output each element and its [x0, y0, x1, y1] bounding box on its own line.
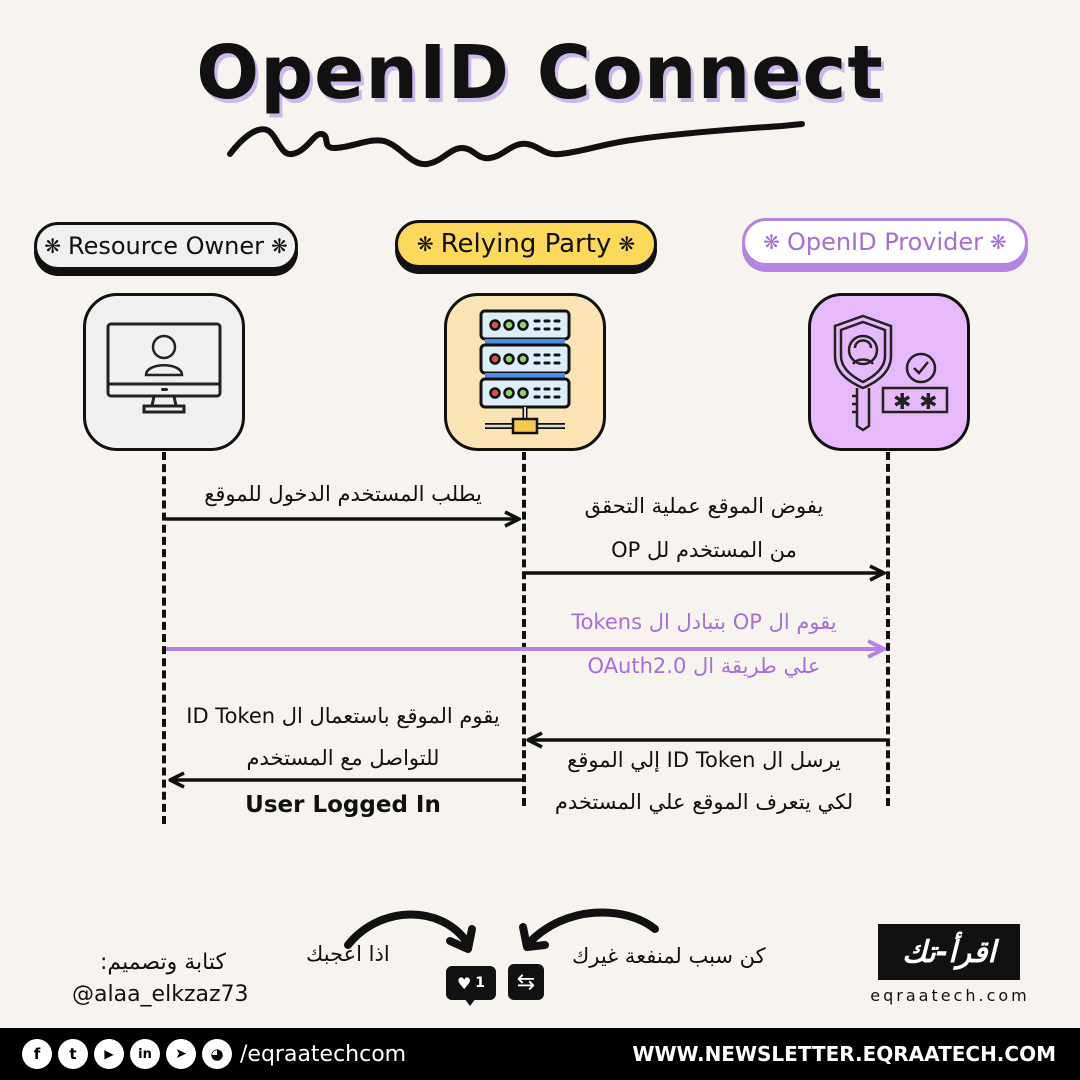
curved-arrow-right-icon [344, 910, 476, 953]
curved-arrow-left-icon [519, 908, 659, 951]
message-2-line-2: من المستخدم لل OP [611, 538, 797, 562]
actor-node-relying-party [444, 293, 606, 451]
twitter-icon[interactable]: t [58, 1039, 88, 1069]
like-count: 1 [475, 975, 486, 991]
social-handle[interactable]: /eqraatechcom [240, 1041, 407, 1067]
heart-icon: ♥ [456, 973, 472, 993]
actor-pill-resource-owner: ❋ Resource Owner ❋ [34, 222, 298, 270]
computer-user-icon [106, 322, 222, 414]
message-5-line-1: يقوم الموقع باستعمال ال ID Token [186, 704, 500, 728]
message-1-label: يطلب المستخدم الدخول للموقع [204, 482, 482, 506]
user-logged-in-label: User Logged In [245, 792, 441, 818]
svg-text:✱ ✱: ✱ ✱ [893, 390, 938, 415]
actor-label: Relying Party [440, 229, 612, 259]
linkedin-icon[interactable]: in [130, 1039, 160, 1069]
github-icon[interactable]: ◕ [202, 1039, 232, 1069]
lifeline-relying-party [522, 452, 526, 806]
repost-button[interactable]: ⇆ [508, 964, 544, 1000]
star-icon: ❋ [763, 230, 780, 254]
star-icon: ❋ [271, 234, 288, 258]
star-icon: ❋ [416, 232, 434, 256]
eqraatech-logo: اقرأ-تك [878, 924, 1020, 980]
lifeline-resource-owner [162, 452, 166, 824]
repost-icon: ⇆ [516, 969, 536, 995]
message-2-line-1: يفوض الموقع عملية التحقق [584, 494, 824, 518]
star-icon: ❋ [44, 234, 61, 258]
message-4-line-2: لكي يتعرف الموقع علي المستخدم [554, 790, 854, 814]
actor-label: OpenID Provider [786, 228, 984, 256]
message-3-line-2: علي طريقة ال OAuth2.0 [587, 654, 821, 678]
actor-pill-openid-provider: ❋ OpenID Provider ❋ [742, 218, 1028, 266]
page-title: OpenID Connect [196, 30, 884, 116]
youtube-icon[interactable]: ▶ [94, 1039, 124, 1069]
actor-pill-relying-party: ❋ Relying Party ❋ [395, 220, 657, 268]
actor-node-resource-owner [83, 293, 245, 451]
social-icons: f t ▶ in ➤ ◕ [22, 1039, 232, 1069]
like-button[interactable]: ♥ 1 [446, 966, 496, 1000]
title-underline-squiggle [227, 121, 805, 168]
telegram-icon[interactable]: ➤ [166, 1039, 196, 1069]
credit-label: كتابة وتصميم: [100, 950, 226, 975]
like-badge-tail [464, 998, 476, 1006]
star-icon: ❋ [990, 230, 1007, 254]
message-3-line-1: يقوم ال OP بتبادل ال Tokens [571, 610, 837, 634]
actor-node-openid-provider: ✱ ✱ [808, 293, 970, 451]
footer-bar: f t ▶ in ➤ ◕ /eqraatechcom WWW.NEWSLETTE… [0, 1028, 1080, 1080]
star-icon: ❋ [618, 232, 636, 256]
message-5-line-2: للتواصل مع المستخدم [246, 746, 440, 770]
newsletter-link[interactable]: WWW.NEWSLETTER.EQRAATECH.COM [632, 1042, 1056, 1066]
message-4-line-1: يرسل ال ID Token إلي الموقع [567, 748, 841, 772]
server-rack-icon [479, 309, 571, 435]
facebook-icon[interactable]: f [22, 1039, 52, 1069]
credit-handle[interactable]: @alaa_elkzaz73 [72, 982, 249, 1007]
share-cta-text: كن سبب لمنفعة غيرك [572, 944, 766, 968]
shield-key-password-icon: ✱ ✱ [833, 314, 949, 432]
lifeline-openid-provider [886, 452, 890, 806]
actor-label: Resource Owner [67, 232, 265, 260]
logo-url[interactable]: eqraatech.com [870, 986, 1030, 1005]
